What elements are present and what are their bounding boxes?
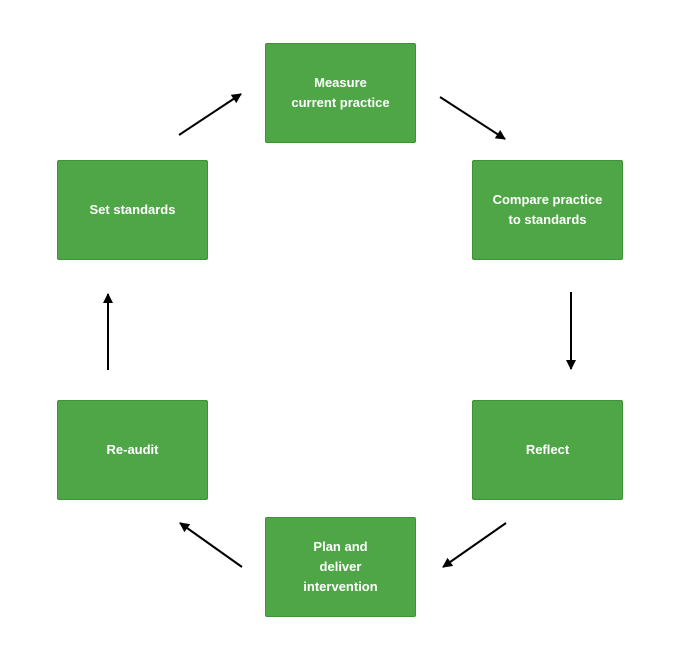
arrow-measure-to-compare <box>439 96 506 140</box>
node-label: Re-audit <box>106 442 159 457</box>
arrow-set-to-measure <box>178 93 242 136</box>
node-label: Plan and deliver intervention <box>303 539 378 594</box>
node-label: Measure current practice <box>291 75 390 110</box>
node-label: Compare practice to standards <box>492 192 603 227</box>
node-re-audit: Re-audit <box>57 400 208 500</box>
node-label: Set standards <box>89 202 176 217</box>
node-plan-and-deliver-intervention: Plan and deliver intervention <box>265 517 416 617</box>
node-set-standards: Set standards <box>57 160 208 260</box>
arrow-plan-to-reaudit <box>179 522 243 568</box>
node-label: Reflect <box>525 442 570 457</box>
node-reflect: Reflect <box>472 400 623 500</box>
node-measure-current-practice: Measure current practice <box>265 43 416 143</box>
node-compare-practice-to-standards: Compare practice to standards <box>472 160 623 260</box>
arrow-reflect-to-plan <box>442 522 507 568</box>
